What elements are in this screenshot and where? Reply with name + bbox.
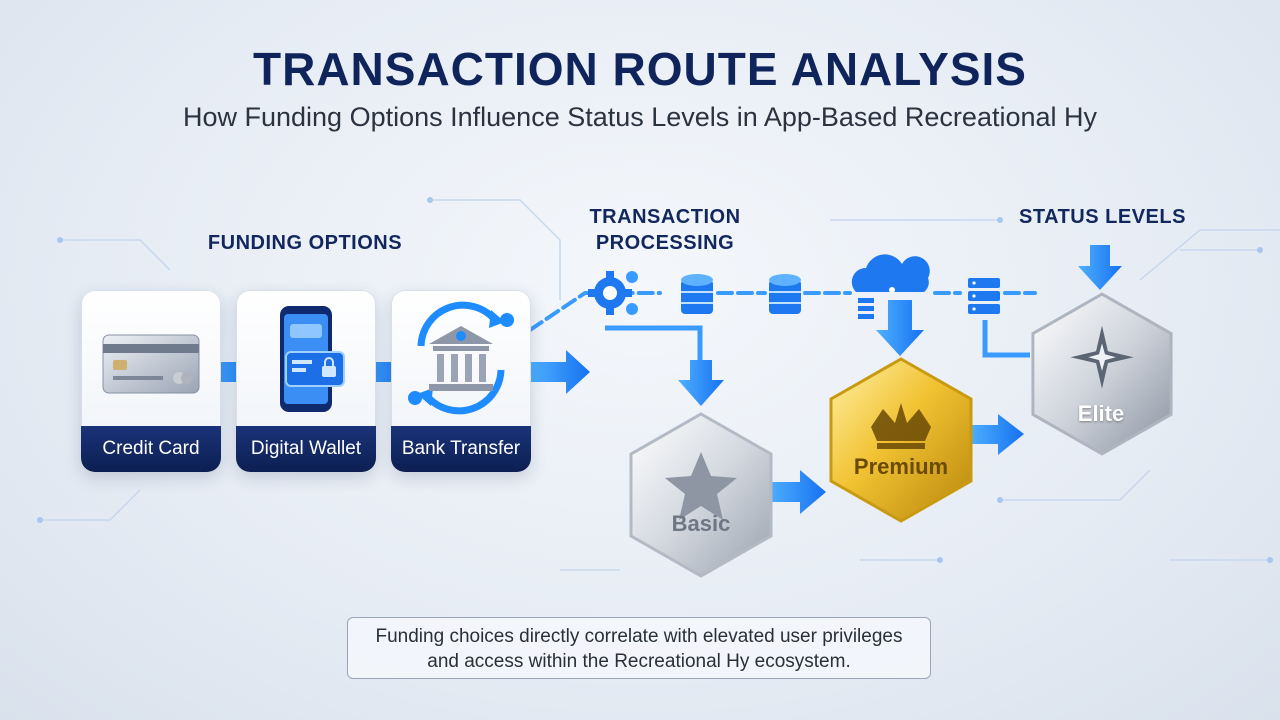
status-badge-basic[interactable] xyxy=(625,410,777,580)
arrow-down-to-elite xyxy=(1078,245,1122,290)
funding-label-credit-card: Credit Card xyxy=(81,426,221,472)
page-title: TRANSACTION ROUTE ANALYSIS xyxy=(253,43,1027,95)
funding-options-heading: FUNDING OPTIONS xyxy=(207,232,403,254)
status-label-premium: Premium xyxy=(853,454,949,479)
transaction-processing-heading: TRANSACTION PROCESSING xyxy=(560,204,770,256)
cloud-server-icon xyxy=(851,254,930,319)
arrow-basic-to-premium xyxy=(768,470,826,514)
credit-card-icon xyxy=(102,334,200,394)
footer-line2: and access within the Recreational Hy ec… xyxy=(427,651,851,672)
status-label-elite: Elite xyxy=(1077,401,1125,426)
status-badge-premium[interactable] xyxy=(825,355,977,525)
gears-icon xyxy=(588,271,638,315)
funding-card-bank-transfer[interactable]: Bank Transfer xyxy=(391,290,531,472)
crown-icon xyxy=(871,403,931,449)
status-badge-elite[interactable] xyxy=(1027,290,1177,458)
funding-label-bank-transfer: Bank Transfer xyxy=(391,426,531,472)
arrow-bank-to-flow xyxy=(530,350,590,394)
footer-note: Funding choices directly correlate with … xyxy=(347,617,931,679)
database-icon xyxy=(769,274,801,314)
bank-icon xyxy=(408,301,514,415)
funding-card-digital-wallet[interactable]: Digital Wallet xyxy=(236,290,376,472)
transaction-processing-line1: TRANSACTION xyxy=(589,206,741,228)
star-icon xyxy=(665,452,737,520)
page-subtitle: How Funding Options Influence Status Lev… xyxy=(182,102,1098,132)
arrow-down-to-premium xyxy=(876,300,924,356)
compass-star-icon xyxy=(1070,325,1134,389)
funding-label-digital-wallet: Digital Wallet xyxy=(236,426,376,472)
status-levels-heading: STATUS LEVELS xyxy=(1019,206,1186,228)
footer-line1: Funding choices directly correlate with … xyxy=(375,626,903,647)
database-icon xyxy=(681,274,713,314)
transaction-processing-line2: PROCESSING xyxy=(595,232,735,254)
arrow-down-to-basic xyxy=(678,360,724,406)
server-rack-icon xyxy=(968,278,1000,314)
funding-card-credit-card[interactable]: Credit Card xyxy=(81,290,221,472)
status-label-basic: Basic xyxy=(671,511,731,536)
smartphone-wallet-icon xyxy=(280,306,345,412)
arrow-premium-to-elite xyxy=(968,414,1024,455)
